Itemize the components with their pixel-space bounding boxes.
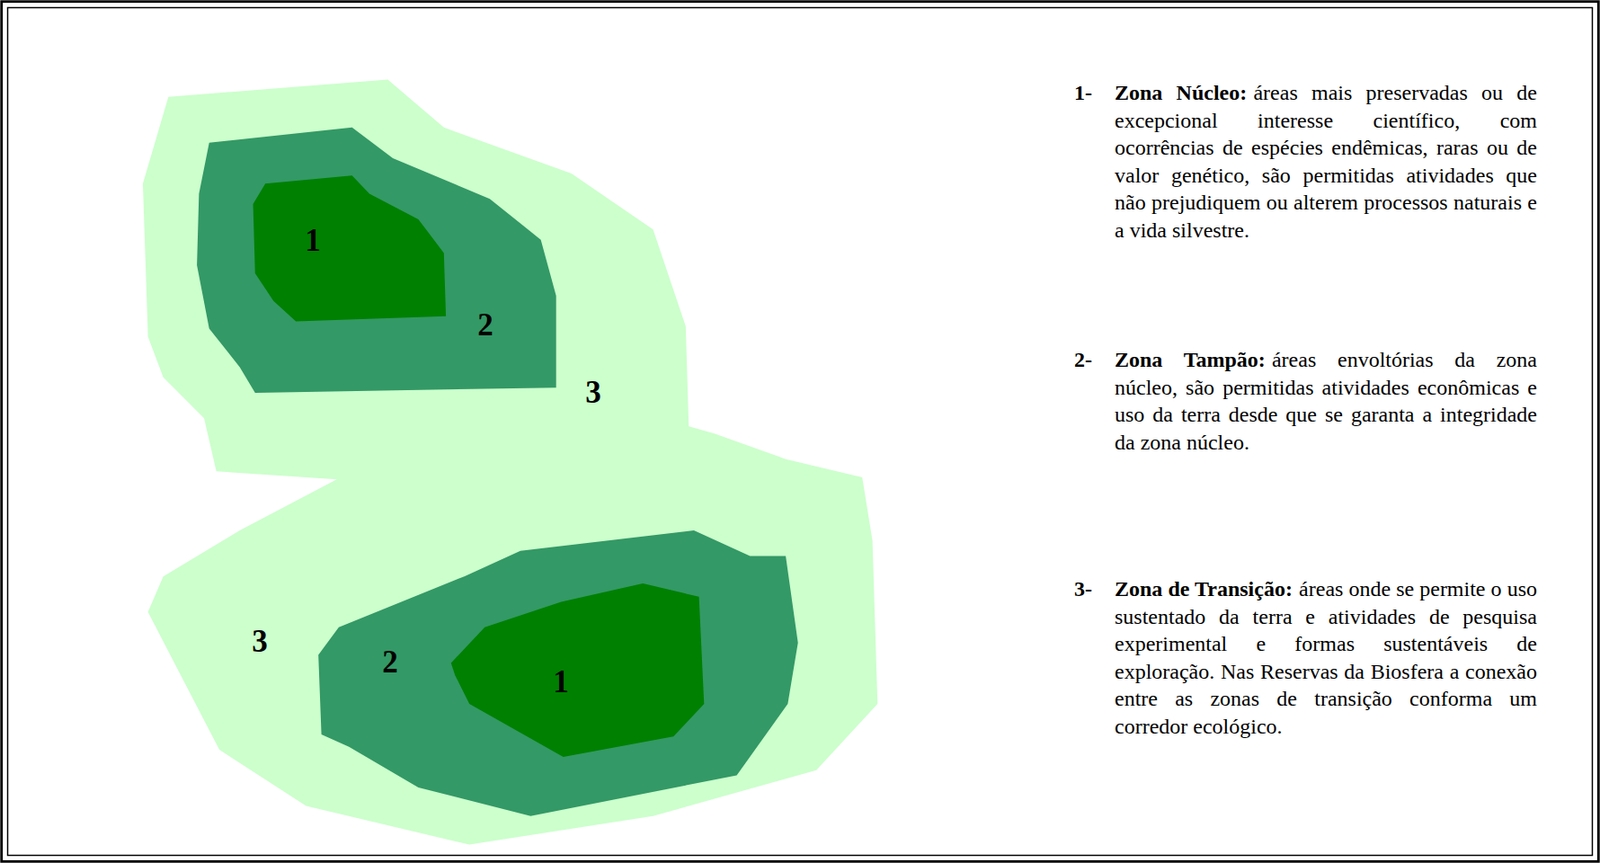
transition-zone [142, 80, 878, 845]
zone-description: 2- Zona Tampão:áreas envoltórias da zona … [1074, 346, 1538, 456]
buffer-zone [318, 530, 799, 817]
core-zone [451, 583, 705, 757]
zone-description-text: áreas mais preservadas ou de excepcional… [1114, 80, 1538, 242]
description-text-block: Zona Tampão:áreas envoltórias da zona nú… [1114, 346, 1538, 456]
item-number: 2- [1074, 346, 1093, 374]
callout-number: 3 [251, 625, 268, 658]
zone-heading: Zona de Transição: [1114, 577, 1293, 601]
callout-number: 1 [304, 224, 321, 257]
callout-number: 3 [585, 376, 602, 409]
inner-frame [8, 8, 1593, 856]
description-text-block: Zona de Transição:áreas onde se permite … [1114, 575, 1538, 740]
zone-description: 1- Zona Núcleo:áreas mais preservadas ou … [1074, 79, 1538, 244]
item-number: 1- [1074, 79, 1093, 107]
callout-number: 2 [382, 646, 399, 678]
description-text-block: Zona Núcleo:áreas mais preservadas ou de… [1114, 79, 1538, 244]
zone-description: 3- Zona de Transição:áreas onde se permit… [1074, 575, 1538, 740]
callout-number: 1 [552, 666, 569, 698]
zone-heading: Zona Tampão: [1114, 347, 1266, 372]
core-zone [253, 175, 447, 321]
zone-heading: Zona Núcleo: [1114, 80, 1247, 105]
zone-description-text: áreas onde se permite o uso sustentado d… [1114, 577, 1538, 738]
item-number: 3- [1074, 575, 1093, 604]
buffer-zone [196, 127, 557, 393]
callout-number: 2 [477, 309, 494, 341]
